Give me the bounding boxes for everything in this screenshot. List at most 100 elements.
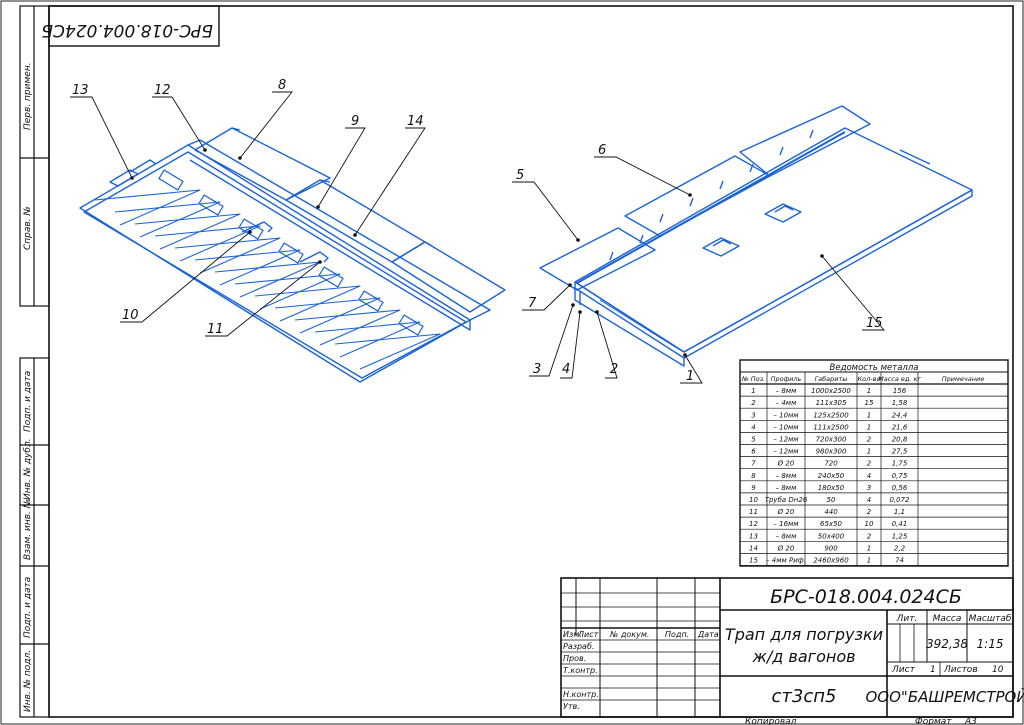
metal-table-cell: 24,4 bbox=[892, 411, 908, 419]
callout-11: 11 bbox=[207, 322, 224, 337]
metal-table-cell: 2 bbox=[867, 508, 872, 516]
metal-table-cell: 27,5 bbox=[892, 448, 908, 456]
title-block bbox=[560, 577, 1014, 718]
mass-value: 392,38 bbox=[926, 637, 968, 651]
metal-table-cell: – 10мм bbox=[773, 411, 799, 419]
metal-table-cell: – 8мм bbox=[776, 532, 797, 540]
sheet-value: 1 bbox=[930, 665, 936, 675]
metal-table-cell: – 16мм bbox=[773, 520, 799, 528]
metal-table-cell: 6 bbox=[751, 448, 756, 456]
metal-table-cell: 3 bbox=[867, 484, 871, 492]
metal-table-cell: 1,58 bbox=[892, 399, 908, 407]
top-code: БРС-018.004.024СБ bbox=[41, 20, 213, 40]
metal-table-cell: 12 bbox=[749, 520, 758, 528]
metal-table-cell: 1,25 bbox=[892, 532, 908, 540]
leader-lines bbox=[70, 91, 885, 384]
metal-table-cell: 4 bbox=[867, 496, 871, 504]
metal-table-cell: – 4мм Риф. bbox=[766, 557, 806, 565]
metal-table-header: Примечание bbox=[942, 375, 984, 383]
metal-table-cell: 50 bbox=[827, 496, 836, 504]
metal-table-cell: 1 bbox=[867, 448, 871, 456]
lit-label: Лит. bbox=[896, 614, 918, 624]
metal-table-cell: 0,41 bbox=[892, 520, 908, 528]
scale-value: 1:15 bbox=[977, 637, 1004, 651]
metal-table-cell: 1000х2500 bbox=[811, 387, 851, 395]
callout-8: 8 bbox=[278, 78, 286, 93]
copied-label: Копировал bbox=[745, 717, 797, 725]
metal-table-cell: 14 bbox=[749, 544, 758, 552]
metal-table-cell: 980х300 bbox=[816, 448, 847, 456]
callout-5: 5 bbox=[516, 168, 524, 183]
metal-table-cell: 2,2 bbox=[894, 544, 906, 552]
metal-table-cell: 111х2500 bbox=[813, 423, 849, 431]
metal-table-cell: 720 bbox=[824, 460, 838, 468]
metal-table-cell: 720х300 bbox=[816, 436, 847, 444]
rev-h-doc: № докум. bbox=[609, 630, 649, 639]
metal-table-cell: 2 bbox=[867, 460, 872, 468]
side-strip bbox=[19, 5, 50, 718]
metal-table-cell: 0,072 bbox=[889, 496, 910, 504]
callout-9: 9 bbox=[351, 114, 359, 129]
metal-table-cell: Ø 20 bbox=[777, 460, 795, 468]
rev-h-izm: Изм. bbox=[563, 630, 582, 639]
metal-table-title: Ведомость металла bbox=[830, 363, 919, 373]
metal-table-cell: – 10мм bbox=[773, 423, 799, 431]
metal-table-cell: 20,8 bbox=[892, 436, 908, 444]
metal-table-cell: – 8мм bbox=[776, 472, 797, 480]
callout-6: 6 bbox=[598, 143, 606, 158]
metal-table-header: Кол-во bbox=[858, 375, 881, 383]
title-code: БРС-018.004.024СБ bbox=[770, 586, 962, 608]
metal-table-cell: 13 bbox=[749, 532, 758, 540]
metal-table-cell: – 12мм bbox=[773, 436, 799, 444]
sheets-label: Листов bbox=[943, 665, 978, 675]
callout-15: 15 bbox=[866, 316, 883, 331]
metal-table-cell: – 12мм bbox=[773, 448, 799, 456]
rev-h-list: Лист bbox=[577, 630, 599, 639]
metal-table-cell: 7 bbox=[751, 460, 756, 468]
format-value: А3 bbox=[964, 717, 977, 725]
rev-h-podp: Подп. bbox=[665, 630, 689, 639]
metal-table-cell: 900 bbox=[824, 544, 838, 552]
metal-table-cell: 156 bbox=[893, 387, 907, 395]
metal-table-cell: 2 bbox=[867, 532, 872, 540]
metal-table-cell: 11 bbox=[749, 508, 758, 516]
side-label-inv-podl: Инв. № подл. bbox=[23, 650, 33, 712]
metal-table-cell: – 8мм bbox=[776, 484, 797, 492]
side-label-perv: Перв. примен. bbox=[23, 62, 33, 130]
metal-table-cell: 21,6 bbox=[892, 423, 908, 431]
metal-table-cell: 180х50 bbox=[818, 484, 845, 492]
side-label-podp1: Подп. и дата bbox=[23, 371, 33, 432]
metal-table-cell: 50х400 bbox=[818, 532, 845, 540]
callout-10: 10 bbox=[122, 308, 139, 323]
title-name-line1: Трап для погрузки bbox=[725, 625, 883, 644]
metal-table-cell: – 4мм bbox=[776, 399, 797, 407]
metal-table-cell: 125х2500 bbox=[813, 411, 849, 419]
metal-table-cell: 0,56 bbox=[892, 484, 908, 492]
metal-table-cell: 1 bbox=[867, 423, 871, 431]
metal-table-cell: 3 bbox=[751, 411, 755, 419]
title-company: ООО"БАШРЕМСТРОЙ" bbox=[866, 687, 1024, 706]
sheet-label: Лист bbox=[891, 665, 916, 675]
metal-table-cell: 5 bbox=[751, 436, 756, 444]
metal-table-cell: 4 bbox=[867, 472, 871, 480]
metal-table-cell: 1 bbox=[867, 387, 871, 395]
top-code-box: БРС-018.004.024СБ bbox=[41, 5, 220, 47]
rev-h-date: Дата bbox=[697, 630, 719, 639]
callout-1: 1 bbox=[686, 369, 694, 384]
role-utv: Утв. bbox=[563, 702, 580, 711]
metal-table-cell: 10 bbox=[749, 496, 758, 504]
title-material: ст3сп5 bbox=[772, 686, 837, 707]
title-name-line2: ж/д вагонов bbox=[751, 647, 855, 666]
metal-table-cell: – 8мм bbox=[776, 387, 797, 395]
metal-table-cell: 111х305 bbox=[816, 399, 847, 407]
metal-table-cell: 1 bbox=[867, 411, 871, 419]
metal-table-cell: 15 bbox=[865, 399, 874, 407]
metal-table-cell: 240х50 bbox=[818, 472, 845, 480]
callout-labels: 13 12 8 9 14 10 11 5 6 7 3 4 2 1 15 bbox=[72, 78, 883, 384]
metal-table-cell: 1,1 bbox=[894, 508, 905, 516]
metal-table-cell: Ø 20 bbox=[777, 508, 795, 516]
scale-label: Масштаб bbox=[969, 614, 1012, 624]
metal-table-cell: 440 bbox=[824, 508, 838, 516]
